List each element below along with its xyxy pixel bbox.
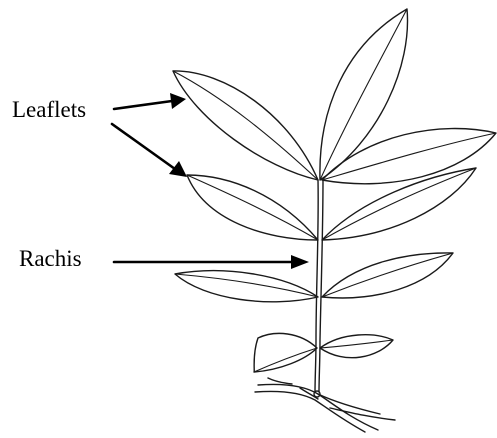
leaflet-upper-left	[173, 71, 318, 180]
leaflet-lower-right	[322, 253, 453, 298]
leaflet-middle-right	[322, 168, 476, 240]
rachis	[315, 180, 323, 392]
rachis-label: Rachis	[19, 247, 82, 270]
leaflet-middle-left	[187, 175, 318, 240]
branch	[255, 378, 395, 432]
leaflet-bottom-left	[254, 333, 317, 372]
leaflets-label: Leaflets	[12, 98, 86, 121]
leaflets-arrow-1	[114, 93, 186, 109]
leaflets-arrow-2	[112, 124, 187, 177]
leaflet-lower-left	[175, 271, 318, 302]
leaflet-terminal	[320, 9, 408, 180]
rachis-arrow	[114, 255, 309, 269]
leaflet-bottom-right	[320, 335, 393, 358]
